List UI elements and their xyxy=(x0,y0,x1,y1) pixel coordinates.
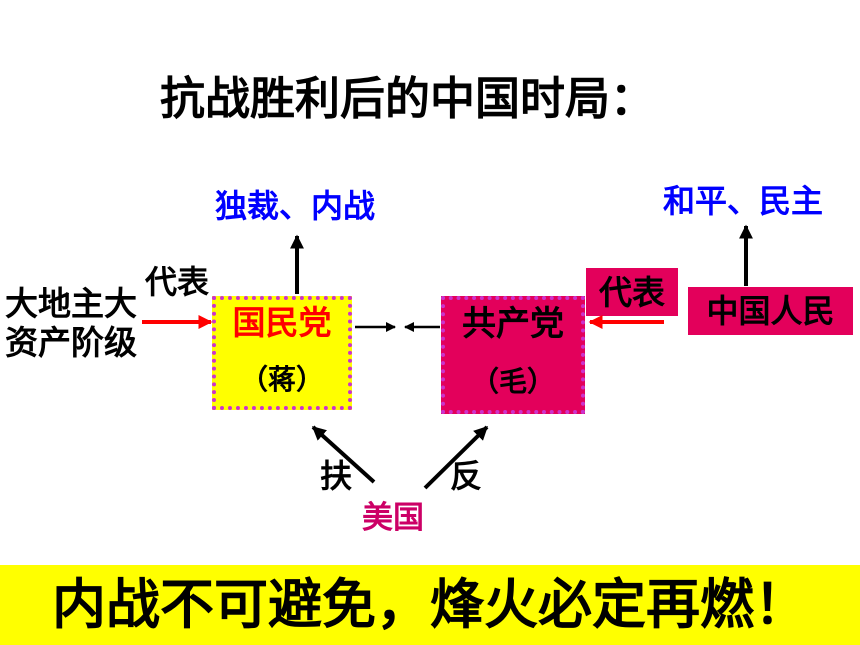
conclusion-text: 内战不可避免，烽火必定再燃！ xyxy=(52,573,808,636)
ccp-party-name: 共产党 xyxy=(462,304,564,344)
chinese-people-box: 中国人民 xyxy=(688,287,853,335)
kmt-outcome-label: 独裁、内战 xyxy=(215,187,376,225)
landlord-class-line-2: 资产阶级 xyxy=(5,323,137,362)
kmt-party-leader: （蒋） xyxy=(239,363,324,396)
page-title: 抗战胜利后的中国时局： xyxy=(160,72,656,125)
kmt-represents-label: 代表 xyxy=(145,263,210,301)
kmt-party-name: 国民党 xyxy=(232,303,332,342)
ccp-party-leader: （毛） xyxy=(470,365,555,398)
landlord-class-line-1: 大地主大 xyxy=(5,284,137,323)
ccp-party-box: 共产党 （毛） xyxy=(441,296,585,414)
ccp-represents-label: 代表 xyxy=(586,268,678,316)
usa-oppose-label: 反 xyxy=(450,457,483,495)
conclusion-banner: 内战不可避免，烽火必定再燃！ xyxy=(0,565,860,645)
ccp-outcome-label: 和平、民主 xyxy=(663,182,824,220)
usa-label: 美国 xyxy=(362,500,424,536)
usa-support-label: 扶 xyxy=(320,457,353,495)
kmt-party-box: 国民党 （蒋） xyxy=(212,296,352,410)
